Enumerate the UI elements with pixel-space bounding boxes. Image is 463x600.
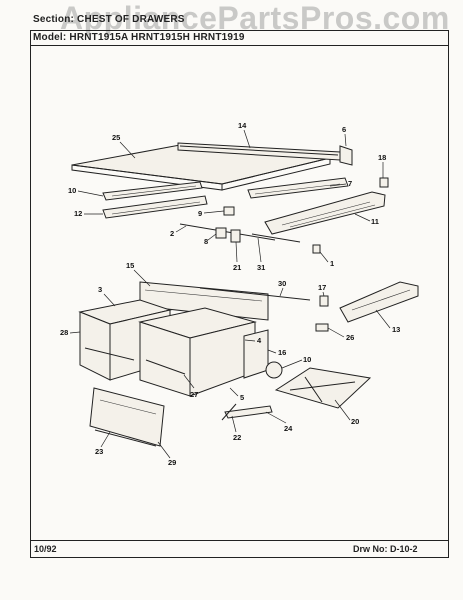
callout-2: 2 bbox=[170, 229, 174, 238]
slide-rail-11 bbox=[264, 191, 386, 235]
drawing-frame bbox=[30, 30, 449, 558]
drawer-front bbox=[89, 387, 165, 447]
callout-10b: 10 bbox=[303, 355, 311, 364]
rod-30 bbox=[199, 287, 311, 301]
callout-6: 6 bbox=[342, 125, 346, 134]
rod-31 bbox=[251, 233, 301, 243]
callout-16: 16 bbox=[278, 348, 286, 357]
support-post bbox=[339, 145, 353, 166]
callout-11: 11 bbox=[371, 217, 379, 226]
model-title: Model: HRNT1915A HRNT1915H HRNT1919 bbox=[33, 32, 245, 43]
callout-20: 20 bbox=[351, 417, 359, 426]
clip-1 bbox=[312, 244, 321, 254]
clip-26 bbox=[315, 323, 329, 332]
callout-7: 7 bbox=[348, 179, 352, 188]
strip-22 bbox=[221, 403, 237, 421]
callout-13: 13 bbox=[392, 325, 400, 334]
handle-24 bbox=[224, 405, 273, 419]
callout-17: 17 bbox=[318, 283, 326, 292]
footer-rule bbox=[30, 540, 449, 541]
callout-26: 26 bbox=[346, 333, 354, 342]
right-slide bbox=[247, 177, 349, 199]
callout-5: 5 bbox=[240, 393, 244, 402]
left-slide-upper bbox=[102, 181, 203, 201]
callout-14: 14 bbox=[238, 121, 247, 130]
clip-17 bbox=[319, 295, 329, 307]
right-drawer bbox=[138, 307, 257, 397]
callout-4: 4 bbox=[257, 336, 262, 345]
callout-25: 25 bbox=[112, 133, 120, 142]
callout-31: 31 bbox=[257, 263, 265, 272]
bracket-21 bbox=[230, 229, 241, 243]
callout-29: 29 bbox=[168, 458, 176, 467]
callout-3: 3 bbox=[98, 285, 102, 294]
drawing-number: Drw No: D-10-2 bbox=[353, 544, 418, 554]
frame-20 bbox=[274, 367, 372, 409]
rail-13 bbox=[339, 281, 419, 323]
callout-23: 23 bbox=[95, 447, 103, 456]
callout-15: 15 bbox=[126, 261, 134, 270]
callout-10: 10 bbox=[68, 186, 76, 195]
callout-27: 27 bbox=[190, 390, 198, 399]
callout-12: 12 bbox=[74, 209, 82, 218]
bracket-8 bbox=[215, 227, 227, 239]
callout-8: 8 bbox=[204, 237, 208, 246]
callout-24: 24 bbox=[284, 424, 293, 433]
callout-1: 1 bbox=[330, 259, 334, 268]
rod-2 bbox=[179, 223, 276, 241]
callout-28: 28 bbox=[60, 328, 68, 337]
section-title: Section: CHEST OF DRAWERS bbox=[33, 14, 185, 25]
knob-10 bbox=[265, 361, 283, 379]
callouts: 25 14 6 18 10 12 7 9 8 2 11 21 31 bbox=[60, 121, 400, 467]
callout-21: 21 bbox=[233, 263, 241, 272]
panel-16 bbox=[243, 329, 269, 379]
callout-9: 9 bbox=[198, 209, 202, 218]
header-rule bbox=[30, 45, 449, 46]
date-label: 10/92 bbox=[34, 544, 57, 554]
left-slide-lower bbox=[102, 195, 208, 219]
callout-18: 18 bbox=[378, 153, 386, 162]
callout-30: 30 bbox=[278, 279, 286, 288]
callout-22: 22 bbox=[233, 433, 241, 442]
clip-18 bbox=[379, 177, 389, 188]
bracket-9 bbox=[223, 206, 235, 216]
